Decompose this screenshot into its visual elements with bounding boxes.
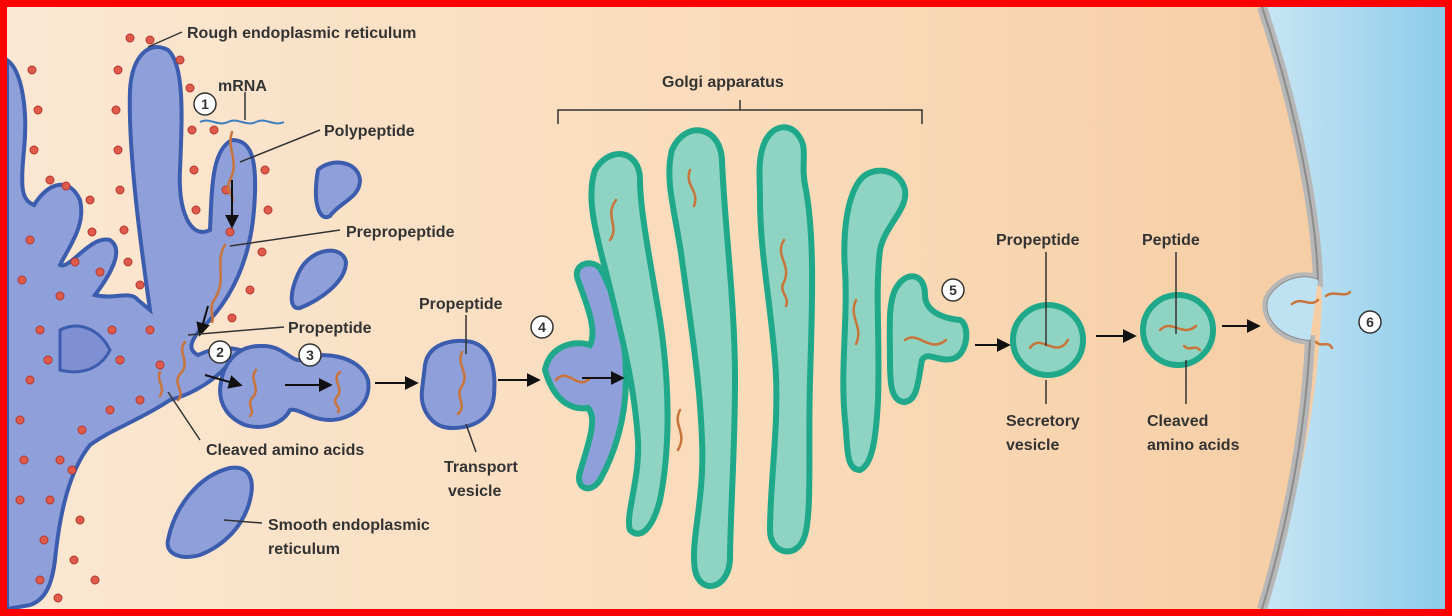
label-cleaved-amino-acids-er: Cleaved amino acids	[206, 442, 364, 459]
label-golgi: Golgi apparatus	[662, 74, 784, 91]
label-prepropeptide: Prepropeptide	[346, 224, 455, 241]
step-1-number: 1	[201, 96, 209, 112]
mature-vesicle	[1143, 295, 1213, 365]
step-1-marker: 1	[194, 93, 216, 115]
label-propeptide-er: Propeptide	[288, 320, 372, 337]
step-6-number: 6	[1366, 314, 1374, 330]
label-transport-line2: vesicle	[448, 483, 501, 500]
step-2-number: 2	[216, 344, 224, 360]
step-5-number: 5	[949, 282, 957, 298]
label-cleaved-final-line1: Cleaved	[1147, 413, 1208, 430]
label-secretory-line2: vesicle	[1006, 437, 1059, 454]
protein-secretion-diagram: 1 2 3 4 5 6 Rough endoplasmic reticulum …	[7, 7, 1445, 609]
label-polypeptide: Polypeptide	[324, 123, 415, 140]
label-mrna: mRNA	[218, 78, 267, 95]
label-cleaved-final-line2: amino acids	[1147, 437, 1240, 454]
step-5-marker: 5	[942, 279, 964, 301]
label-secretory-line1: Secretory	[1006, 413, 1080, 430]
label-smooth-er-line2: reticulum	[268, 541, 340, 558]
label-propeptide-transport: Propeptide	[419, 296, 503, 313]
label-rough-er: Rough endoplasmic reticulum	[187, 25, 416, 42]
step-6-marker: 6	[1359, 311, 1381, 333]
step-3-number: 3	[306, 347, 314, 363]
step-4-number: 4	[538, 319, 546, 335]
label-propeptide-secretory: Propeptide	[996, 232, 1080, 249]
label-peptide: Peptide	[1142, 232, 1200, 249]
step-4-marker: 4	[531, 316, 553, 338]
secretory-vesicle	[1013, 305, 1083, 375]
step-3-marker: 3	[299, 344, 321, 366]
step-2-marker: 2	[209, 341, 231, 363]
label-smooth-er-line1: Smooth endoplasmic	[268, 517, 430, 534]
label-transport-line1: Transport	[444, 459, 518, 476]
